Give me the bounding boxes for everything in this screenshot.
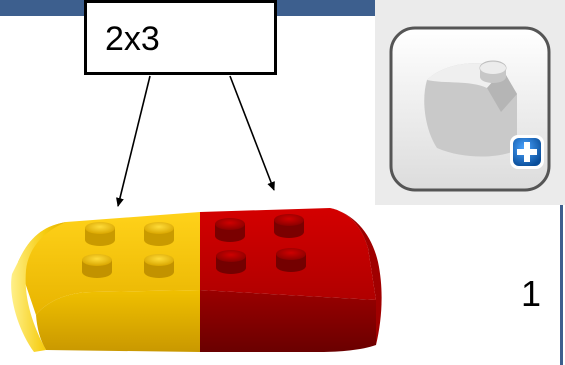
plus-icon [510,135,544,169]
add-brick-panel [375,0,565,205]
part-label-callout: 2x3 [84,0,277,75]
step-number: 1 [521,273,542,314]
arrow-to-yellow-half [116,75,151,207]
add-brick-button[interactable] [375,0,565,205]
part-size-label: 2x3 [105,20,160,58]
red-half-front [200,290,376,352]
red-half-curved-end [330,208,382,345]
brick-add-icon [424,60,517,157]
arrow-to-red-half [229,75,275,191]
yellow-studs [82,222,174,278]
red-studs [215,214,306,274]
yellow-half-front [36,290,200,352]
yellow-half-curved-end [11,222,66,352]
slide-border [560,205,563,365]
